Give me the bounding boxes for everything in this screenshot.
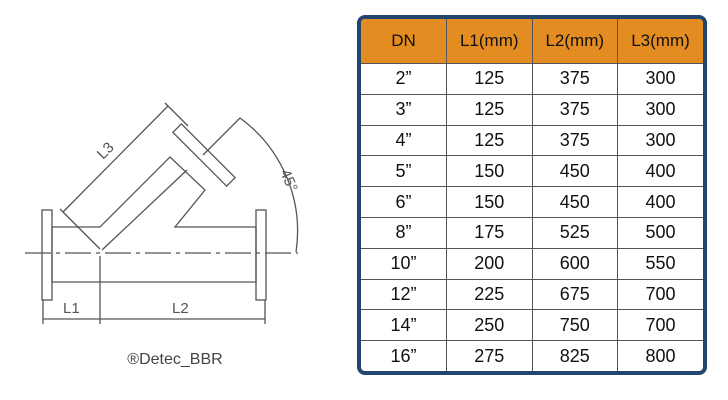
- cell-l2: 675: [532, 279, 618, 311]
- label-angle: 45°: [276, 167, 301, 195]
- cell-l1: 125: [446, 63, 533, 95]
- cell-l1: 250: [446, 309, 533, 342]
- angle-ref-line: [202, 117, 241, 156]
- cell-l2: 375: [532, 94, 618, 126]
- branch-flange: [171, 122, 237, 188]
- label-l1: L1: [63, 300, 80, 317]
- cell-dn: 14”: [361, 309, 447, 342]
- cell-l1: 150: [446, 155, 533, 188]
- cell-dn: 4”: [361, 125, 447, 157]
- header-l2: L2(mm): [532, 19, 618, 64]
- table-row: 6” 150 450 400: [361, 186, 703, 218]
- cell-l3: 300: [617, 63, 703, 95]
- dimensions-table: DN L1(mm) L2(mm) L3(mm) 2” 125 375 300 3…: [361, 19, 703, 371]
- header-l3: L3(mm): [617, 19, 703, 64]
- left-flange: [41, 209, 53, 301]
- cell-l1: 200: [446, 248, 533, 280]
- cell-l2: 450: [532, 155, 618, 188]
- cell-l1: 175: [446, 217, 533, 249]
- cell-dn: 6”: [361, 186, 447, 218]
- cell-l2: 600: [532, 248, 618, 280]
- table-row: 12” 225 675 700: [361, 279, 703, 311]
- header-dn: DN: [361, 19, 447, 64]
- cell-l1: 125: [446, 94, 533, 126]
- cell-l1: 225: [446, 279, 533, 311]
- cell-l3: 700: [617, 309, 703, 342]
- cell-l2: 375: [532, 63, 618, 95]
- label-l2: L2: [172, 300, 189, 317]
- header-l1: L1(mm): [446, 19, 533, 64]
- table-row: 2” 125 375 300: [361, 63, 703, 95]
- cell-l3: 700: [617, 279, 703, 311]
- cell-l2: 825: [532, 340, 618, 371]
- cell-l3: 800: [645, 345, 676, 366]
- cell-l3: 500: [617, 217, 703, 249]
- cell-l3: 400: [617, 186, 703, 218]
- cell-dn: 10”: [361, 248, 447, 280]
- cell-l1: 125: [446, 125, 533, 157]
- table-row: 14” 250 750 700: [361, 309, 703, 342]
- cell-l2: 375: [532, 125, 618, 157]
- cell-l3: 300: [617, 125, 703, 157]
- angle-arc: [239, 117, 299, 253]
- branch-inner-line: [101, 169, 188, 251]
- copyright-text: ®Detec_BBR: [127, 351, 223, 368]
- table-row: 5” 150 450 400: [361, 155, 703, 188]
- table-row: 16” 275 825 800: [361, 340, 703, 371]
- cell-dn: 8”: [361, 217, 447, 249]
- table-row: 4” 125 375 300: [361, 125, 703, 157]
- table-row: 3” 125 375 300: [361, 94, 703, 126]
- cell-l1: 150: [446, 186, 533, 218]
- right-flange: [255, 209, 267, 301]
- cell-dn: 3”: [361, 94, 447, 126]
- ext-l3-high: [164, 102, 189, 127]
- ext-l3-low: [59, 208, 101, 250]
- label-l3: L3: [94, 139, 118, 163]
- cell-dn: 12”: [361, 279, 447, 311]
- dim-l3: [62, 105, 169, 213]
- y-strainer-drawing: L1 L2 L3 45°: [0, 0, 350, 400]
- dimensions-table-frame: DN L1(mm) L2(mm) L3(mm) 2” 125 375 300 3…: [357, 15, 707, 375]
- cell-l2: 525: [532, 217, 618, 249]
- cell-dn: 2”: [361, 63, 447, 95]
- table-header-row: DN L1(mm) L2(mm) L3(mm): [361, 19, 703, 64]
- cell-l2: 450: [532, 186, 618, 218]
- cell-l3: 550: [617, 248, 703, 280]
- cell-l1: 275: [446, 340, 533, 371]
- cell-dn: 5”: [361, 155, 447, 188]
- cell-l3: 400: [617, 155, 703, 188]
- pipe-body-outline: [51, 156, 257, 283]
- y-strainer-svg: L1 L2 L3 45°: [25, 102, 301, 324]
- cell-l3: 300: [617, 94, 703, 126]
- table-row: 8” 175 525 500: [361, 217, 703, 249]
- cell-l2: 750: [532, 309, 618, 342]
- table-row: 10” 200 600 550: [361, 248, 703, 280]
- cell-dn: 16”: [361, 340, 447, 371]
